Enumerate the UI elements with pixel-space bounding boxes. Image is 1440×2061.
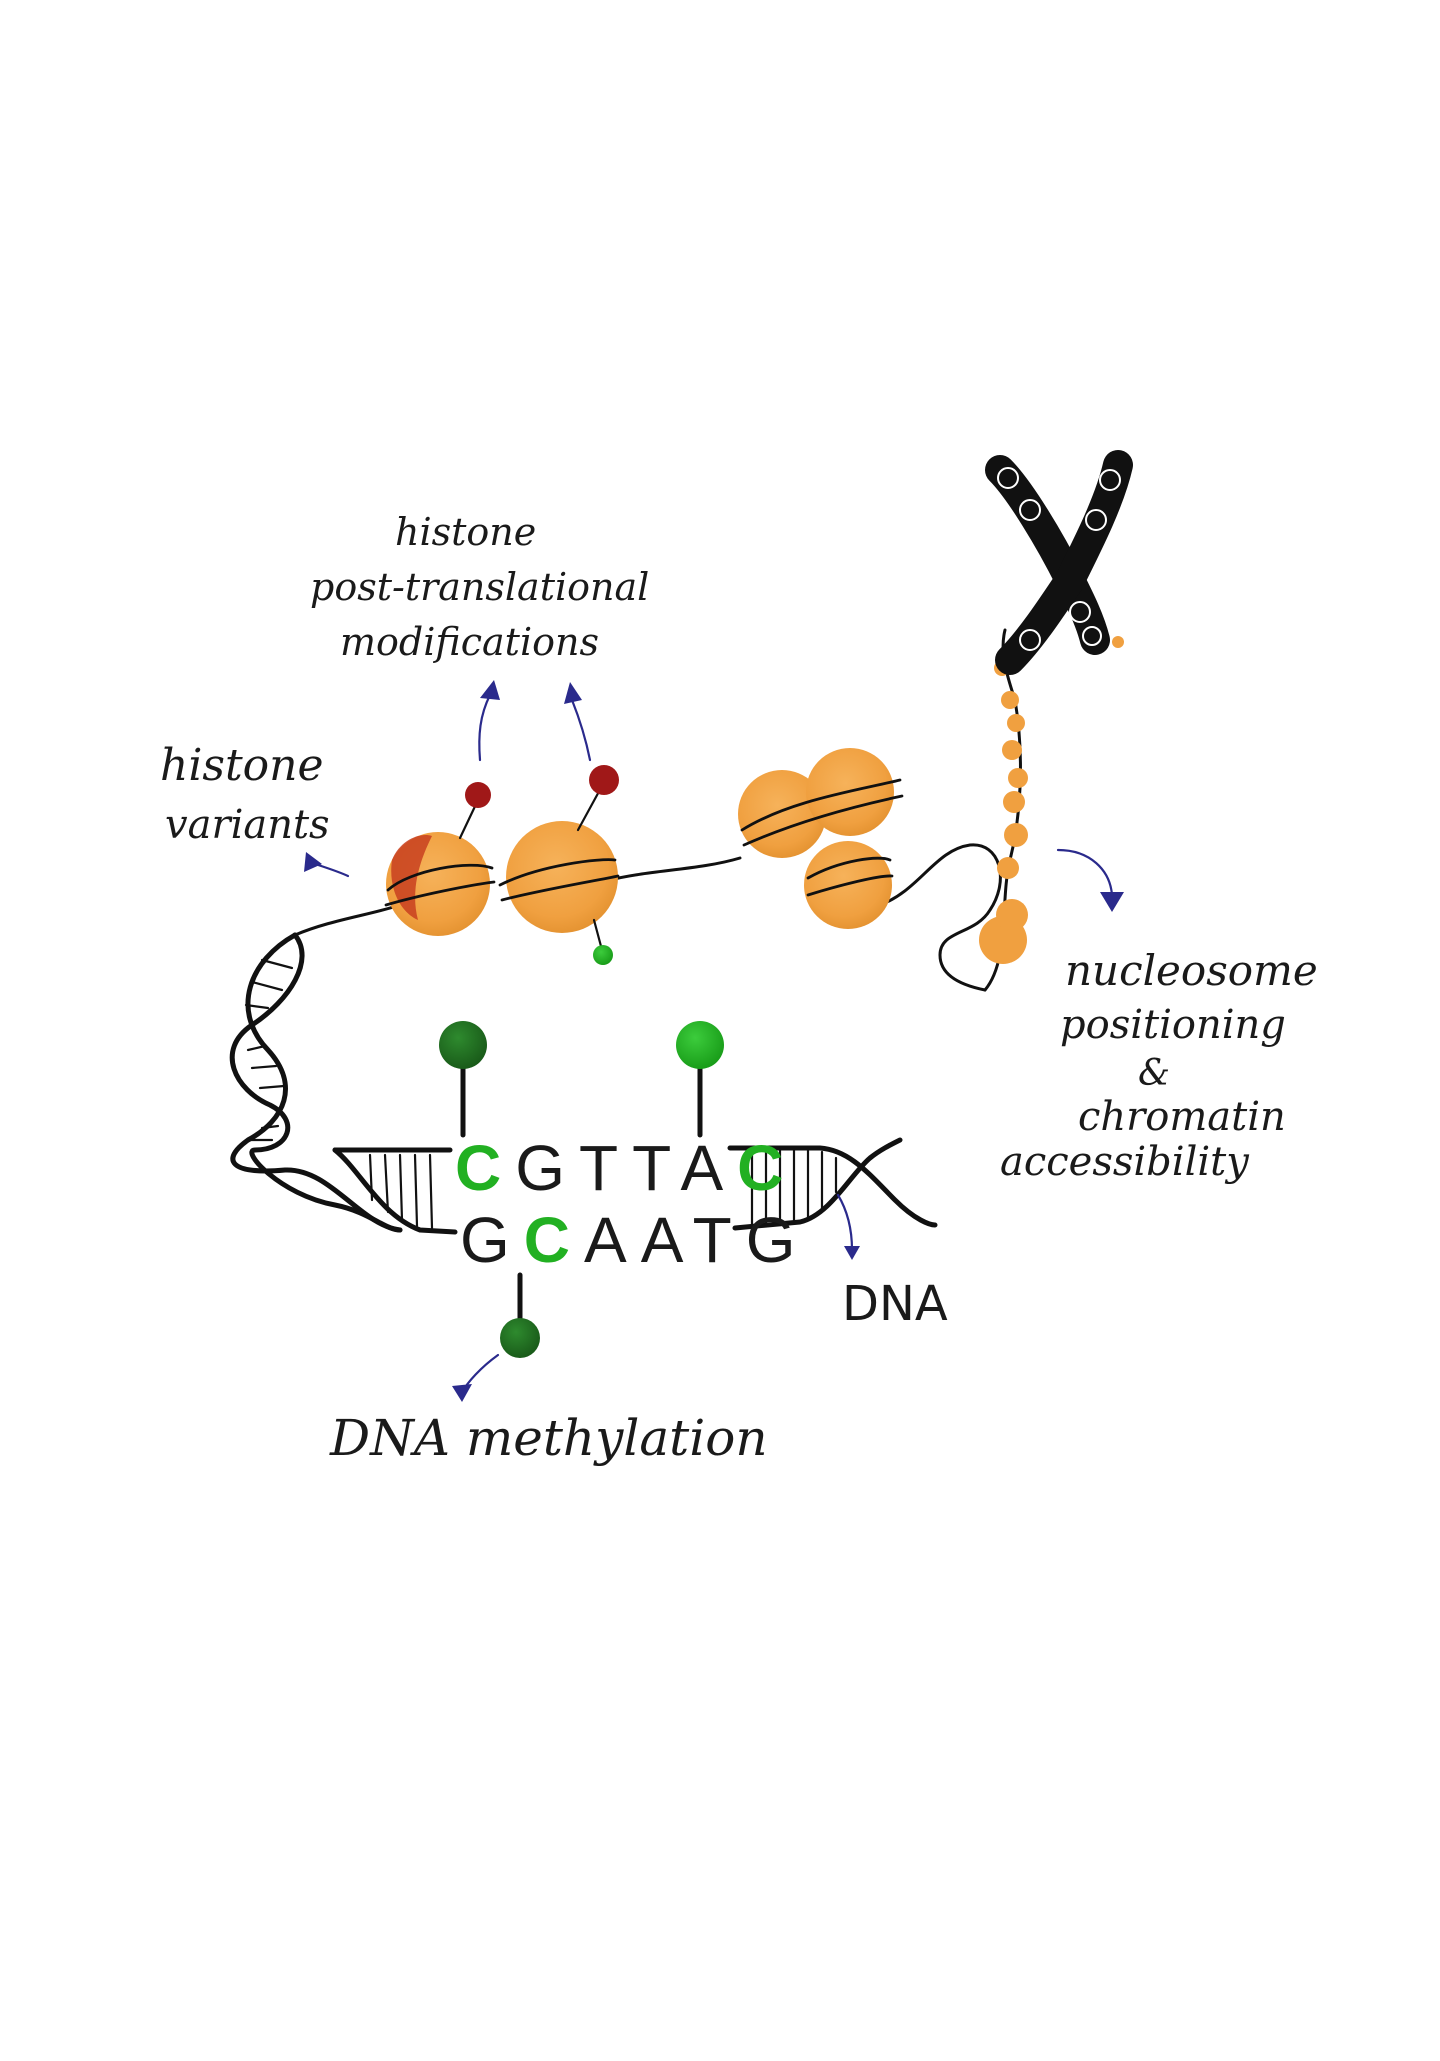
ptm-green-icon — [593, 945, 613, 965]
label-histone-ptm-line3: modifications — [340, 620, 599, 664]
arrow-icon — [1058, 850, 1124, 912]
label-nucleosome-line2: positioning — [1060, 1002, 1286, 1048]
arrow-icon — [304, 852, 348, 876]
ptm-red-icon — [589, 765, 619, 795]
label-nucleosome-line1: nucleosome — [1065, 946, 1318, 995]
methyl-group-icon — [439, 1021, 487, 1069]
arrow-icon — [838, 1195, 860, 1260]
chromatin-fiber — [979, 630, 1028, 990]
nucleosome-variant-icon — [386, 832, 494, 936]
label-histone-variants-line1: histone — [160, 740, 324, 791]
label-dna-methylation: DNA methylation — [329, 1409, 768, 1467]
arrow-icon — [452, 1355, 498, 1402]
label-histone-ptm-line1: histone — [395, 510, 536, 554]
label-nucleosome-line4: chromatin — [1078, 1094, 1286, 1140]
label-histone-ptm: histone post-translational modifications — [310, 510, 649, 664]
methyl-group-icon — [500, 1318, 540, 1358]
dna-base-pairs-bottom-left — [370, 1155, 432, 1228]
chromosome-icon — [998, 465, 1124, 660]
label-histone-ptm-line2: post-translational — [310, 565, 649, 609]
dna-sequence: CGTTAC GCAATG — [455, 1132, 810, 1276]
label-dna: DNA — [842, 1276, 948, 1332]
ptm-red-icon — [465, 782, 491, 808]
label-histone-variants: histone variants — [160, 740, 330, 848]
bottom-strand-sequence: GCAATG — [460, 1204, 810, 1276]
label-nucleosome-line3: & — [1138, 1053, 1170, 1094]
nucleosome-cluster-icon — [738, 748, 902, 929]
label-histone-variants-line2: variants — [165, 802, 330, 848]
label-nucleosome-line5: accessibility — [1000, 1139, 1250, 1185]
label-nucleosome-positioning: nucleosome positioning & chromatin acces… — [1000, 946, 1318, 1185]
nucleosome-icon — [500, 821, 618, 933]
arrow-icon — [479, 680, 500, 760]
arrow-icon — [564, 682, 590, 760]
methyl-group-icon — [676, 1021, 724, 1069]
top-strand-sequence: CGTTAC — [455, 1132, 797, 1204]
